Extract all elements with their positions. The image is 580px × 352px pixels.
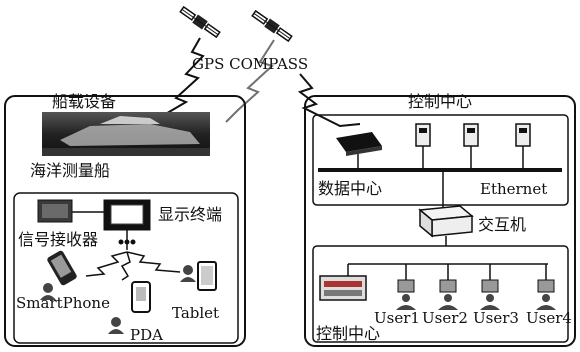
sub-control-center-box <box>312 245 569 343</box>
shipboard-panel <box>4 95 246 347</box>
hub-dot <box>118 239 124 245</box>
device-label-smartphone: SmartPhone <box>16 294 110 312</box>
tablet-icon <box>197 261 217 291</box>
control-center-title: 控制中心 <box>408 92 472 111</box>
signal-zigzag <box>297 73 361 128</box>
router-icon <box>336 132 382 156</box>
switch-label: 交互机 <box>478 215 526 234</box>
server-icon <box>515 123 531 147</box>
user-label: User2 <box>422 309 468 327</box>
survey-ship-image <box>42 112 210 156</box>
workstation-icon <box>438 279 458 310</box>
satellite-compass-icon <box>251 9 293 43</box>
pda-icon <box>131 281 151 313</box>
device-label-tablet: Tablet <box>172 304 219 322</box>
user-label: User4 <box>526 309 572 327</box>
user-label: User3 <box>473 309 519 327</box>
user-figure-icon <box>40 283 56 300</box>
signal-zigzag <box>225 39 275 123</box>
wall-display-icon <box>319 275 367 301</box>
satellite-gps-icon <box>179 5 221 39</box>
display-label: 显示终端 <box>158 205 222 224</box>
control-center-panel <box>304 95 576 347</box>
user-figure-icon <box>180 265 196 282</box>
wireless-link-smartphone <box>85 251 128 277</box>
sub-control-center-label: 控制中心 <box>316 324 380 343</box>
server-icon <box>415 123 431 147</box>
hub-dot <box>124 239 130 245</box>
satellite-label: GPS COMPASS <box>192 55 308 73</box>
shipboard-title: 船载设备 <box>52 92 116 111</box>
workstation-icon <box>536 279 556 310</box>
display-screen <box>110 204 144 225</box>
wireless-link-pda <box>120 251 131 281</box>
wireless-link-tablet <box>126 251 181 273</box>
device-label-pda: PDA <box>130 326 163 344</box>
workstation-icon <box>480 279 500 310</box>
smartphone-icon <box>47 250 77 286</box>
receiver-screen <box>42 204 68 218</box>
user-figure-icon <box>108 317 124 334</box>
receiver-label: 信号接收器 <box>18 230 98 249</box>
hub-dot <box>130 239 136 245</box>
switch-icon <box>418 205 474 238</box>
workstation-icon <box>396 279 416 310</box>
data-center-label: 数据中心 <box>318 179 382 198</box>
server-icon <box>463 123 479 147</box>
ethernet-label: Ethernet <box>480 180 547 198</box>
ship-label: 海洋测量船 <box>30 161 110 180</box>
data-center-box <box>312 114 569 206</box>
shipboard-inner-box <box>13 192 239 344</box>
user-label: User1 <box>374 309 420 327</box>
